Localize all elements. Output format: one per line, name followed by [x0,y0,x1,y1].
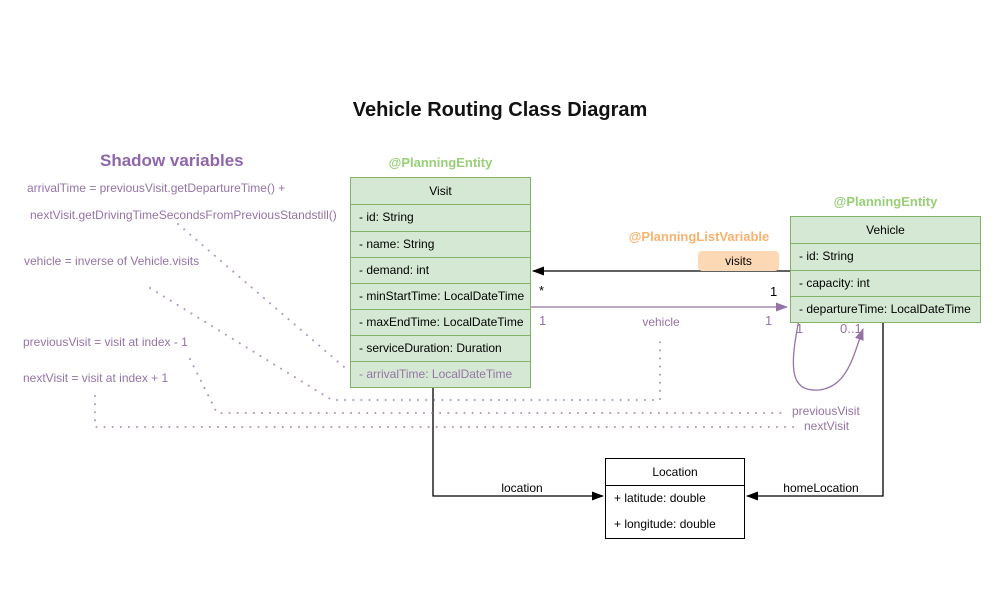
vehicle-rule: vehicle = inverse of Vehicle.visits [24,254,200,268]
vehicle-attr-capacity: - capacity: int [791,270,980,296]
visits-edge-label-badge: visits [698,251,779,271]
arrival-time-rule-line1: arrivalTime = previousVisit.getDeparture… [27,181,286,195]
planning-list-variable-annotation: @PlanningListVariable [628,229,770,244]
location-edge-label: location [501,481,543,495]
visit-attr-min-start-time: - minStartTime: LocalDateTime [351,283,530,309]
location-association-arrow [432,385,604,501]
loop-multiplicity-optional: 0..1 [840,321,862,336]
vehicle-class-name: Vehicle [791,217,980,244]
vehicle-self-loop-arrow [792,319,864,391]
vehicle-planning-entity-annotation: @PlanningEntity [833,194,938,209]
next-visit-edge-label: nextVisit [804,419,850,433]
vehicle-multiplicity-left: 1 [539,313,547,328]
arrival-time-dotted-connector [177,223,345,368]
shadow-variables-heading: Shadow variables [100,151,244,170]
location-class-name: Location [606,459,744,486]
loop-multiplicity-one: 1 [796,321,804,336]
vehicle-attr-departure-time: - departureTime: LocalDateTime [791,296,980,322]
visit-attr-arrival-time-shadow: - arrivalTime: LocalDateTime [351,361,530,387]
home-location-association-arrow [746,320,884,501]
visit-planning-entity-annotation: @PlanningEntity [388,155,493,170]
previous-visit-rule: previousVisit = visit at index - 1 [23,335,188,349]
visit-attr-service-duration: - serviceDuration: Duration [351,335,530,361]
location-class-box: Location + latitude: double + longitude:… [605,458,745,539]
visit-class-name: Visit [351,178,530,205]
vehicle-attr-id: - id: String [799,249,854,263]
vehicle-class-box: Vehicle - id: String - capacity: int - d… [790,216,981,323]
vehicle-multiplicity-right: 1 [765,313,773,328]
visits-multiplicity-many: * [539,283,545,298]
home-location-edge-label: homeLocation [783,481,859,495]
visit-class-box: Visit - id: String - name: String - dema… [350,177,531,388]
previous-visit-edge-label: previousVisit [792,404,860,418]
diagram-title: Vehicle Routing Class Diagram [352,99,648,121]
vehicle-edge-label: vehicle [642,315,680,329]
visit-attr-id: - id: String [359,210,414,224]
visit-attr-max-end-time: - maxEndTime: LocalDateTime [351,309,530,335]
next-visit-dotted-connector [94,395,799,428]
visit-attr-name: - name: String [351,231,530,257]
arrival-time-rule-line2: nextVisit.getDrivingTimeSecondsFromPrevi… [30,208,337,222]
next-visit-rule: nextVisit = visit at index + 1 [23,371,169,385]
location-attr-longitude: + longitude: double [614,517,716,531]
visit-attr-demand: - demand: int [351,257,530,283]
visits-multiplicity-one: 1 [770,284,778,299]
location-attr-latitude: + latitude: double [614,491,706,505]
